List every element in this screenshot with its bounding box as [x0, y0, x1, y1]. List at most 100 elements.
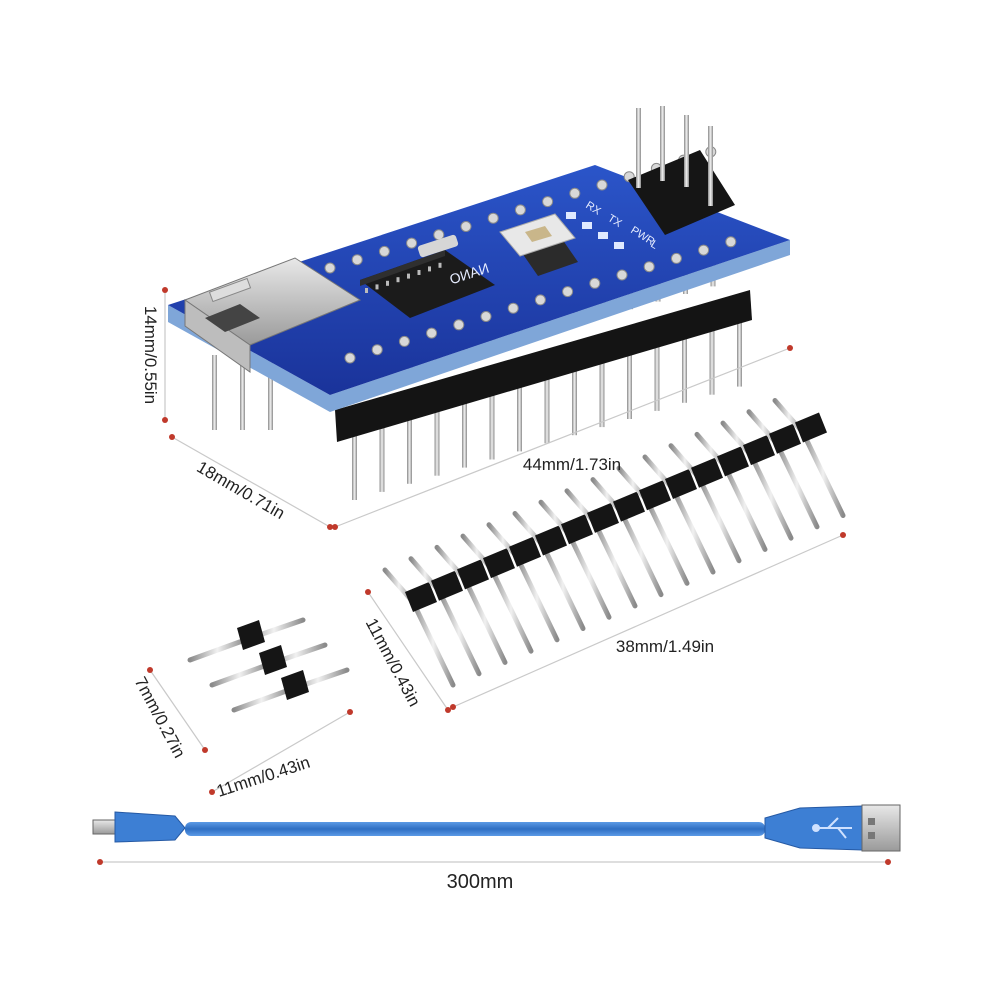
front-row-pad: [725, 236, 737, 248]
top-row-pin: [487, 212, 499, 224]
header-pin: [410, 599, 456, 688]
header-pin: [488, 565, 534, 654]
led-label-l: L: [648, 238, 660, 251]
board-pin: [434, 395, 440, 476]
board-pin: [379, 411, 385, 492]
header-pin: [462, 576, 508, 665]
front-row-pad: [426, 327, 438, 339]
dim-board-length: 44mm/1.73in: [332, 345, 793, 530]
header-block: [483, 548, 515, 579]
short-pin-header: [187, 617, 350, 713]
mini-usb-plug-tip: [92, 819, 116, 835]
board-front-pins: [352, 306, 742, 500]
header-block: [795, 412, 827, 443]
front-row-pad: [480, 311, 492, 322]
mini-usb-plug-body: [114, 811, 186, 843]
board-pin: [462, 387, 467, 468]
header-pin: [618, 509, 664, 598]
header-block: [691, 457, 723, 488]
board-height-label: 14mm/0.55in: [141, 306, 160, 404]
front-row-pad: [534, 294, 546, 306]
front-row-pad: [589, 277, 601, 289]
dim-cable-length: 300mm: [97, 859, 891, 893]
usb-a-plug-metal: [861, 804, 901, 852]
front-row-pad: [507, 302, 519, 314]
microcontroller-chip: [360, 250, 495, 318]
board-pin: [709, 314, 715, 395]
board-length-label: 44mm/1.73in: [523, 455, 621, 474]
usb-logo-icon: [812, 817, 852, 839]
board-pin: [407, 403, 412, 484]
board-pin: [572, 355, 577, 436]
header-pin: [696, 475, 742, 564]
header-block: [457, 559, 489, 590]
dim-board-width: 18mm/0.71in: [169, 434, 333, 530]
front-row-pad: [698, 244, 710, 256]
top-row-pin: [596, 179, 608, 191]
reset-button: [499, 213, 576, 257]
header-block: [535, 525, 567, 556]
short-header-height-label: 7mm/0.27in: [131, 674, 189, 761]
header-block: [717, 446, 749, 477]
header-pin: [800, 430, 846, 518]
dim-short-header-height: 7mm/0.27in: [131, 667, 208, 761]
top-row-pin: [378, 245, 390, 257]
front-row-pad: [643, 261, 655, 273]
top-row-pin: [324, 262, 336, 274]
board-pin: [654, 330, 660, 411]
mini-usb-port: [183, 257, 362, 373]
board-top-row-pins: [324, 146, 737, 364]
header-block: [769, 423, 801, 454]
short-header-pin-label: 11mm/0.43in: [214, 753, 312, 801]
dim-long-header-length: 38mm/1.49in: [450, 532, 846, 710]
front-row-pad: [453, 319, 465, 331]
usb-cable: [92, 804, 901, 852]
board-pin: [489, 379, 495, 460]
header-block: [743, 435, 775, 466]
front-row-pad: [371, 344, 383, 356]
header-block: [259, 645, 287, 675]
header-block: [613, 491, 645, 522]
header-pin: [644, 497, 690, 586]
header-pin: [566, 531, 612, 620]
board-pin: [212, 355, 217, 430]
header-block: [237, 620, 265, 650]
header-block: [405, 582, 437, 612]
header-pin: [670, 486, 716, 575]
cable-cord: [185, 822, 765, 836]
dim-short-header-pin: 11mm/0.43in: [209, 709, 353, 801]
icsp-header: [628, 106, 735, 235]
header-block: [281, 670, 309, 700]
board-pin: [599, 347, 605, 428]
board-pin: [352, 420, 357, 500]
header-pin: [231, 687, 292, 713]
header-pin: [209, 662, 270, 688]
board-width-label: 18mm/0.71in: [193, 457, 288, 523]
long-pin-header: [382, 398, 846, 688]
header-pin: [748, 452, 794, 541]
header-block: [561, 514, 593, 545]
header-pin: [722, 463, 768, 552]
header-block: [431, 570, 463, 601]
front-row-pad: [562, 286, 574, 298]
header-block: [587, 502, 619, 533]
status-leds: [566, 212, 624, 249]
top-row-pin: [406, 237, 418, 249]
header-block: [639, 480, 671, 511]
header-pin: [514, 554, 560, 643]
top-row-pin: [351, 254, 363, 266]
board-pin: [682, 322, 687, 403]
header-block: [665, 469, 697, 499]
nano-board: NANO RX TX PWR L: [168, 106, 790, 500]
board-pin: [544, 363, 550, 444]
header-block: [509, 536, 541, 567]
top-row-pin: [514, 204, 526, 216]
header-pin: [187, 637, 248, 663]
front-row-pad: [670, 252, 682, 264]
board-lower-header: [335, 290, 752, 442]
header-pin: [540, 543, 586, 631]
front-row-pad: [398, 335, 410, 347]
header-pin: [774, 441, 820, 530]
header-pin: [436, 588, 482, 677]
